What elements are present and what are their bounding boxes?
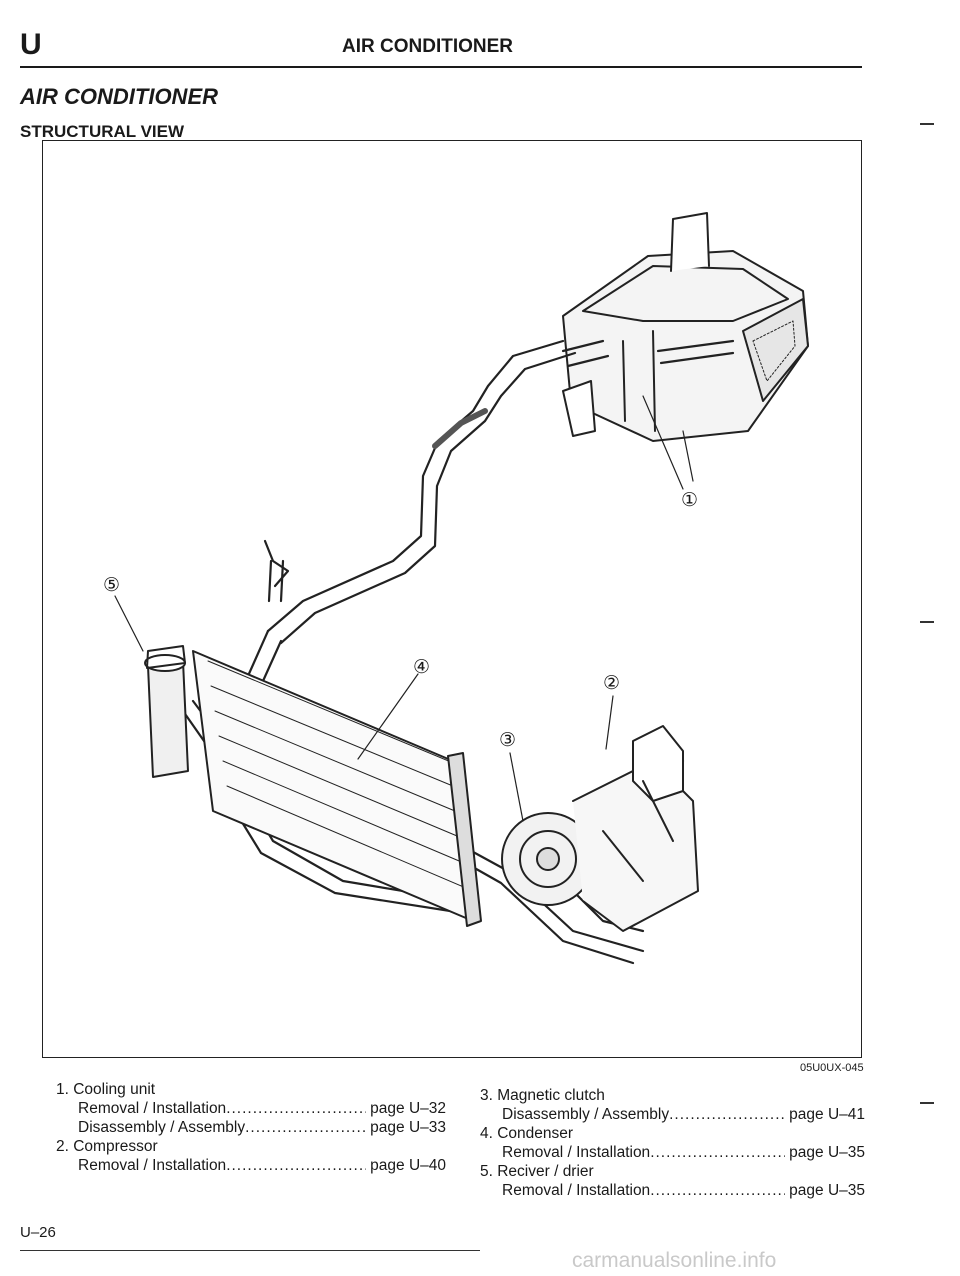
header-rule xyxy=(20,66,862,68)
callout-leaders xyxy=(114,395,684,822)
legend-ref: Removal / Installationpage U–35 xyxy=(480,1181,865,1200)
legend-left-column: 1. Cooling unit Removal / Installationpa… xyxy=(56,1080,446,1175)
callout-1: ① xyxy=(681,490,699,511)
watermark: carmanualsonline.info xyxy=(572,1249,777,1272)
callout-5: ⑤ xyxy=(103,575,121,596)
ac-system-drawing xyxy=(114,212,809,965)
compressor-drawing xyxy=(501,725,699,932)
legend-item: 2. Compressor xyxy=(56,1138,158,1155)
legend-ref: Removal / Installationpage U–32 xyxy=(56,1099,446,1118)
legend-item: 4. Condenser xyxy=(480,1125,574,1142)
receiver-drier-drawing xyxy=(144,645,189,778)
footer-rule xyxy=(20,1250,480,1251)
margin-mark xyxy=(920,123,934,125)
subsection-title: STRUCTURAL VIEW xyxy=(20,122,185,141)
margin-mark xyxy=(920,1102,934,1104)
page-number: U–26 xyxy=(20,1224,56,1241)
legend-item: 3. Magnetic clutch xyxy=(480,1087,605,1104)
legend-ref: Disassembly / Assemblypage U–41 xyxy=(480,1105,865,1124)
legend-ref: Disassembly / Assemblypage U–33 xyxy=(56,1118,446,1137)
condenser-drawing xyxy=(192,650,482,927)
margin-mark xyxy=(920,621,934,623)
figure-code: 05U0UX-045 xyxy=(800,1062,864,1074)
legend-item: 1. Cooling unit xyxy=(56,1081,156,1098)
legend-ref: Removal / Installationpage U–40 xyxy=(56,1156,446,1175)
structural-view-figure: ① ② ③ ④ ⑤ xyxy=(42,140,862,1058)
legend-ref: Removal / Installationpage U–35 xyxy=(480,1143,865,1162)
running-header-title: AIR CONDITIONER xyxy=(342,36,513,57)
section-letter: U xyxy=(20,28,42,61)
cooling-unit-drawing xyxy=(562,212,809,482)
callout-2: ② xyxy=(603,673,621,694)
legend-item: 5. Reciver / drier xyxy=(480,1163,594,1180)
section-title: AIR CONDITIONER xyxy=(20,84,218,109)
legend-right-column: 3. Magnetic clutch Disassembly / Assembl… xyxy=(480,1086,865,1200)
callout-3: ③ xyxy=(499,730,517,751)
callout-4: ④ xyxy=(413,657,431,678)
